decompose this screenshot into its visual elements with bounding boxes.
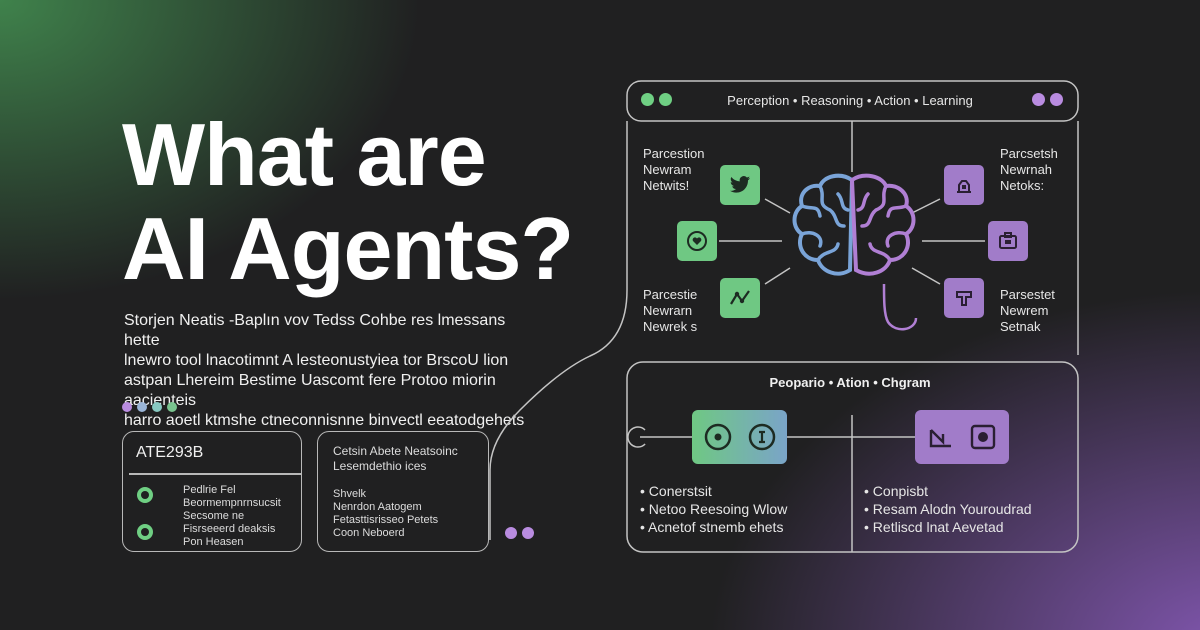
- connector-dots: [505, 527, 534, 539]
- bullet-text: Resam Alodn Youroudrad: [872, 501, 1032, 517]
- bullet-text: Retliscd lnat Aevetad: [872, 519, 1004, 535]
- graph-node-icon[interactable]: [720, 278, 760, 318]
- info-card-rows: Pedlrie Fel Beormempnrnsucsit Secsome ne…: [183, 484, 281, 549]
- hammer-icon[interactable]: [944, 278, 984, 318]
- node-label-line: Parcestie: [643, 287, 698, 302]
- top-panel-left-frame: [489, 121, 628, 540]
- bullet-item: • Conerstsit: [640, 483, 712, 499]
- divider: [129, 473, 301, 475]
- info-icon: [748, 423, 775, 451]
- info-card-title: ATE293B: [136, 444, 204, 461]
- hero-description-line: Storjen Neatis -Baplın vov Tedss Cohbe r…: [124, 312, 506, 349]
- node-label-right-top: Parcsetsh Newrnah Netoks:: [1000, 146, 1058, 194]
- bottom-panel-header: Peopario • Ation • Chgram: [769, 375, 931, 390]
- brain-connector-upper-right: [911, 198, 941, 214]
- info-card-line: Lesemdethio ices: [333, 459, 427, 473]
- pagination-dot: [152, 402, 162, 412]
- window-dot[interactable]: [659, 93, 672, 106]
- network-icon: [929, 429, 951, 448]
- connector-dot: [505, 527, 517, 539]
- node-label-right-bottom: Parsestet Newrem Setnak: [1000, 287, 1055, 335]
- status-ring-icon: [137, 487, 153, 503]
- top-panel-header: Perception • Reasoning • Action • Learni…: [727, 93, 973, 108]
- bullet-text: Acnetof stnemb ehets: [648, 519, 784, 535]
- bottom-left-bullets: • Conerstsit • Netoo Reesoing Wlow • Acn…: [640, 482, 787, 536]
- pagination-dot: [122, 402, 132, 412]
- info-card-middle: Cetsin Abete Neatsoinc Lesemdethio ices …: [317, 431, 489, 552]
- bullet-text: Conerstsit: [648, 483, 712, 499]
- hero-description-line: harro aoetl ktmshe ctneconnisnne binvect…: [124, 412, 525, 429]
- robot-icon[interactable]: [944, 165, 984, 205]
- info-card-middle-bottom: Shvelk Nenrdon Aatogem Fetasttisrisseo P…: [333, 488, 438, 540]
- status-ring-icon: [137, 524, 153, 540]
- action-module-right[interactable]: [915, 410, 1009, 464]
- node-label-left-bottom: Parcestie Newrarn Newrek s: [643, 287, 697, 335]
- target-icon: [704, 423, 731, 451]
- info-card-line: Nenrdon Aatogem: [333, 501, 422, 513]
- window-dot[interactable]: [641, 93, 654, 106]
- brain-icon: [792, 173, 916, 276]
- connector-dot: [522, 527, 534, 539]
- node-label-left-top: Parcestion Newram Netwits!: [643, 146, 704, 194]
- twitter-icon[interactable]: [720, 165, 760, 205]
- info-card-line: Coon Neboerd: [333, 527, 405, 539]
- bullet-item: • Resam Alodn Youroudrad: [864, 501, 1032, 517]
- node-label-line: Newram: [643, 162, 692, 177]
- info-card-line: Fetasttisrisseo Petets: [333, 514, 439, 526]
- info-card-line: Cetsin Abete Neatsoinc: [333, 444, 458, 458]
- bullet-item: • Conpisbt: [864, 483, 929, 499]
- bullet-text: Conpisbt: [872, 483, 929, 499]
- info-card-row: Fisrseeerd deaksis: [183, 523, 276, 535]
- pagination-dot: [167, 402, 177, 412]
- bottom-right-bullets: • Conpisbt • Resam Alodn Youroudrad • Re…: [864, 482, 1032, 536]
- node-label-line: Newrarn: [643, 303, 693, 318]
- hero-title: What are AI Agents?: [122, 108, 592, 296]
- action-module-left[interactable]: [692, 410, 787, 464]
- info-card-line: Shvelk: [333, 488, 367, 500]
- info-card-row: Beormempnrnsucsit: [183, 497, 281, 509]
- node-label-line: Netoks:: [1000, 178, 1045, 193]
- brain-connector-upper-left: [764, 198, 791, 214]
- node-label-line: Newrnah: [1000, 162, 1053, 177]
- hero-title-line2: AI Agents?: [122, 199, 574, 298]
- brain-stem: [882, 283, 918, 331]
- info-card-row: Pedlrie Fel: [183, 484, 236, 496]
- node-label-line: Parcsetsh: [1000, 146, 1058, 161]
- bullet-item: • Retliscd lnat Aevetad: [864, 519, 1004, 535]
- node-label-line: Newrek s: [643, 319, 698, 334]
- briefcase-icon[interactable]: [988, 221, 1028, 261]
- info-card-row: Pon Heasen: [183, 536, 244, 548]
- bottom-loop-connector: [627, 426, 646, 448]
- node-label-line: Netwits!: [643, 178, 690, 193]
- info-card-left: ATE293B Pedlrie Fel Beormempnrnsucsit Se…: [122, 431, 302, 552]
- hero-title-line1: What are: [122, 105, 487, 204]
- node-label-line: Setnak: [1000, 319, 1041, 334]
- node-label-line: Parsestet: [1000, 287, 1055, 302]
- info-card-row: Secsome ne: [183, 510, 245, 522]
- record-icon: [970, 424, 996, 450]
- window-controls-right: [1032, 93, 1063, 106]
- bullet-text: Netoo Reesoing Wlow: [648, 501, 788, 517]
- pagination-dots: [122, 402, 177, 412]
- window-dot[interactable]: [1050, 93, 1063, 106]
- window-dot[interactable]: [1032, 93, 1045, 106]
- window-controls-left: [641, 93, 672, 106]
- brain-connector-lower-left: [764, 267, 791, 285]
- info-card-middle-top: Cetsin Abete Neatsoinc Lesemdethio ices: [333, 444, 458, 474]
- bullet-item: • Acnetof stnemb ehets: [640, 519, 784, 535]
- heart-icon[interactable]: [677, 221, 717, 261]
- brain-connector-lower-right: [911, 267, 941, 285]
- pagination-dot: [137, 402, 147, 412]
- node-label-line: Newrem: [1000, 303, 1049, 318]
- node-label-line: Parcestion: [643, 146, 705, 161]
- bullet-item: • Netoo Reesoing Wlow: [640, 501, 788, 517]
- hero-description-line: lnewro tool lnacotimnt A lesteonustyiea …: [124, 352, 509, 369]
